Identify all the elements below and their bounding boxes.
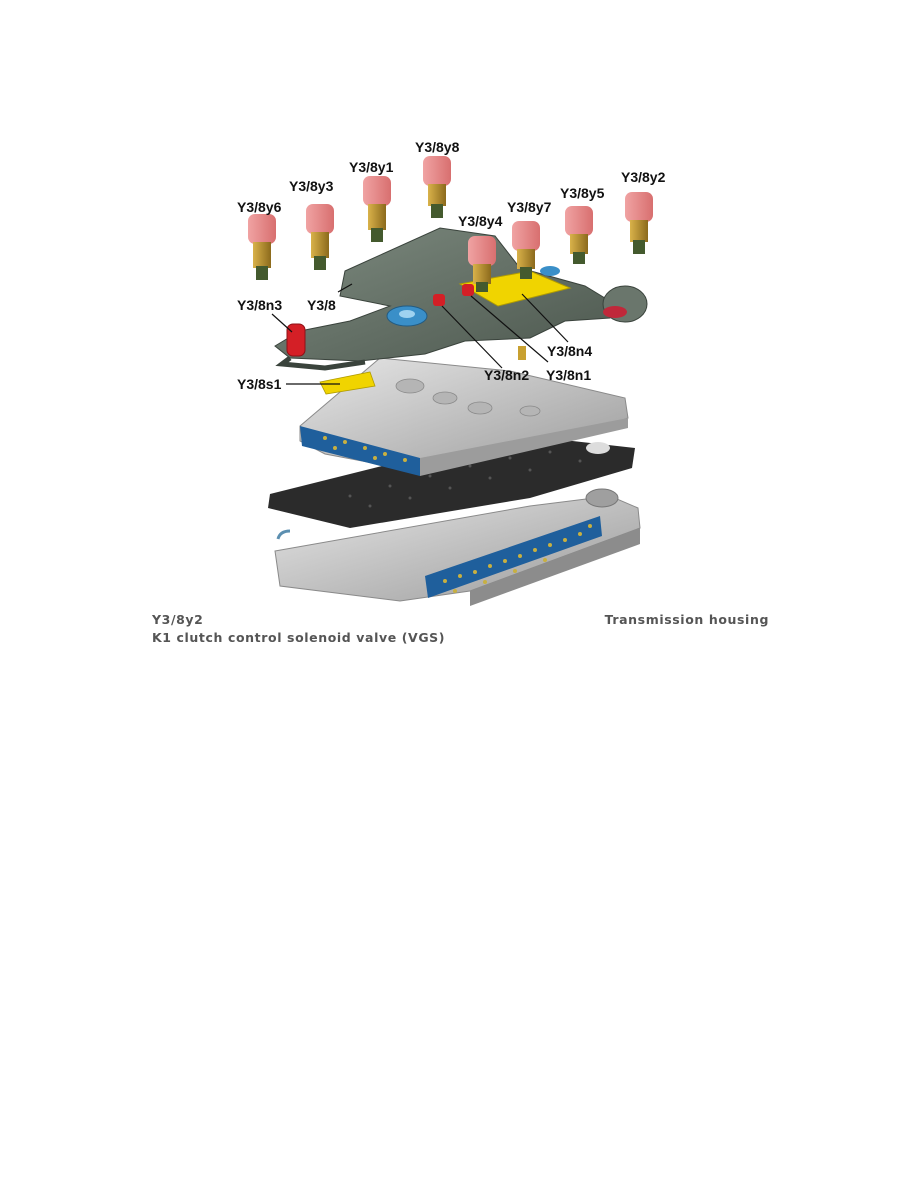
solenoid-valve-y3-8y8 (423, 156, 451, 218)
leader-lines (271, 283, 569, 385)
callout-y3-8n2: Y3/8n2 (484, 367, 529, 383)
callout-y3-8y3: Y3/8y3 (289, 178, 334, 194)
callout-y3-8y2: Y3/8y2 (621, 169, 666, 185)
callout-y3-8y7: Y3/8y7 (507, 199, 552, 215)
solenoid-valve-y3-8y1 (363, 176, 391, 242)
callout-y3-8: Y3/8 (307, 297, 336, 313)
solenoid-valve-y3-8y5 (565, 206, 593, 264)
separator-plate (268, 434, 635, 528)
callout-y3-8n1: Y3/8n1 (546, 367, 591, 383)
callout-y3-8y1: Y3/8y1 (349, 159, 394, 175)
upper-valve-body (299, 357, 629, 476)
callout-y3-8n3: Y3/8n3 (237, 297, 282, 313)
callout-y3-8y5: Y3/8y5 (560, 185, 605, 201)
solenoid-valve-y3-8y6 (248, 214, 276, 280)
lower-valve-body (274, 488, 641, 606)
callout-y3-8y6: Y3/8y6 (237, 199, 282, 215)
callout-y3-8y8: Y3/8y8 (415, 139, 460, 155)
solenoid-valve-y3-8y4 (468, 236, 496, 292)
diagram-illustration: Y3/8y8 Y3/8y1 Y3/8y3 Y3/8y6 Y3/8y2 Y3/8y… (237, 139, 666, 606)
figure-caption-row: Y3/8y2 Transmission housing (152, 612, 772, 632)
component-code: Y3/8y2 (152, 612, 204, 627)
transmission-valve-body-exploded-diagram: Y3/8y8 Y3/8y1 Y3/8y3 Y3/8y6 Y3/8y2 Y3/8y… (230, 136, 670, 606)
solenoid-valve-y3-8y2 (625, 192, 653, 254)
solenoid-valve-y3-8y7 (512, 221, 540, 279)
callout-y3-8y4: Y3/8y4 (458, 213, 503, 229)
callout-y3-8n4: Y3/8n4 (547, 343, 592, 359)
component-location: Transmission housing (604, 612, 769, 627)
callout-y3-8s1: Y3/8s1 (237, 376, 282, 392)
component-description: K1 clutch control solenoid valve (VGS) (152, 630, 446, 645)
solenoid-valve-y3-8y3 (306, 204, 334, 270)
